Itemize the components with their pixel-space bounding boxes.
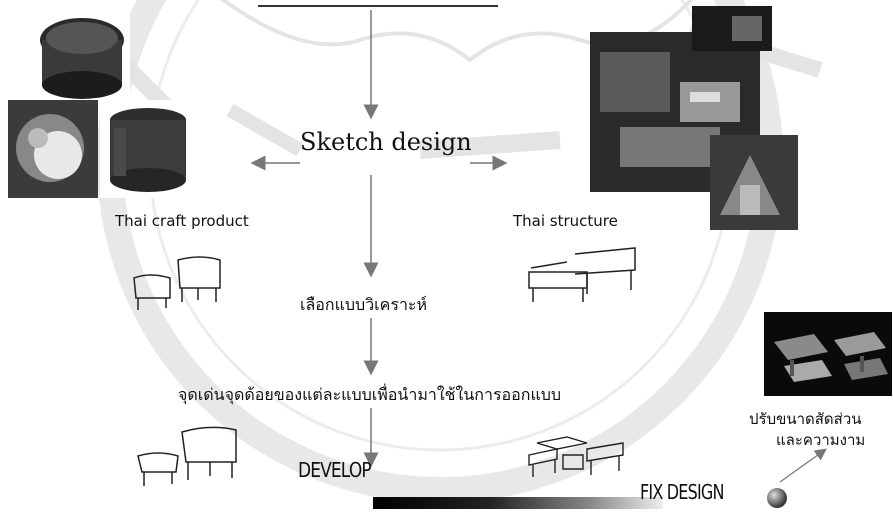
thai-craft-product-label: Thai craft product [115, 212, 249, 230]
strengths-weaknesses-label: จุดเด่นจุดด้อยของแต่ละแบบเพื่อนำมาใช้ในก… [178, 385, 562, 404]
title-underline [258, 5, 498, 7]
adjust-proportion-label: ปรับขนาดสัดส่วน [749, 410, 862, 428]
structure-furniture-sketch [528, 247, 636, 302]
fix-design-label: FIX DESIGN [640, 480, 724, 504]
structure-photo-bottom [710, 135, 798, 230]
fix-design-furniture-sketch [528, 436, 624, 477]
select-analyze-label: เลือกแบบวิเคราะห์ [300, 295, 428, 314]
rendered-product-photo [764, 312, 892, 396]
craft-furniture-sketch [133, 256, 221, 310]
sketch-design-label: Sketch design [300, 128, 472, 156]
sphere-icon [767, 488, 787, 508]
develop-furniture-sketch [137, 426, 237, 486]
structure-photo-large [590, 32, 760, 192]
structure-photo-top [692, 6, 772, 51]
basket-photo-bottom-right [100, 100, 192, 198]
gradient-bar [373, 497, 663, 509]
thai-structure-label: Thai structure [513, 212, 618, 230]
adjust-beauty-label: และความงาม [776, 431, 866, 449]
arrow-diagonal [779, 448, 827, 483]
basket-photo-bottom-left [8, 100, 98, 198]
develop-label: DEVELOP [298, 458, 372, 482]
basket-photo-top [30, 10, 130, 105]
